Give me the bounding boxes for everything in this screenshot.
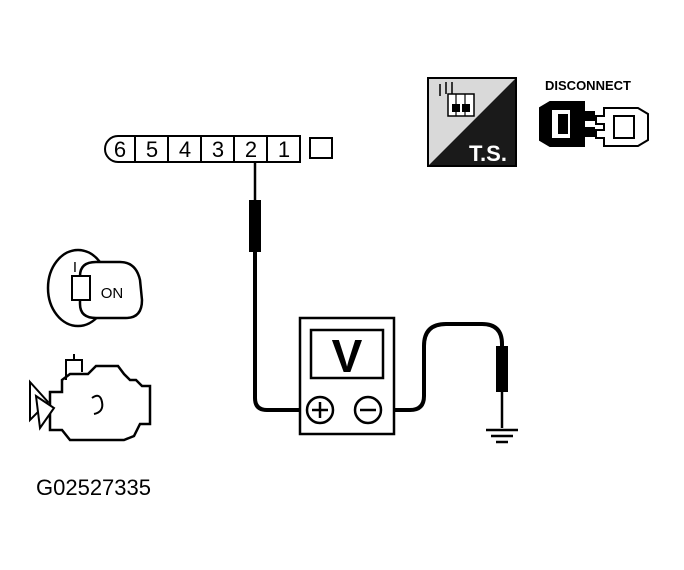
pin-label-6: 6 [114, 137, 126, 162]
positive-lead-wire [253, 252, 307, 412]
engine-fan-blade [34, 393, 56, 431]
positive-probe [249, 200, 261, 252]
ignition-mark: I [73, 259, 77, 276]
pin-label-4: 4 [179, 137, 191, 162]
figure-code: G02527335 [36, 475, 151, 500]
voltmeter-display [309, 328, 385, 380]
ts-frame [427, 77, 517, 167]
connector-left-pin [558, 114, 568, 134]
ts-label: T.S. [469, 141, 507, 166]
voltmeter-letter: V [332, 330, 363, 382]
harness-connector: 6 5 4 3 2 1 [104, 135, 333, 163]
voltmeter: V [298, 316, 396, 436]
test-wiring [249, 162, 508, 428]
pin-label-2: 2 [245, 137, 257, 162]
connector-test-icon [439, 82, 475, 117]
ignition-key-head [78, 260, 144, 320]
engine-icon [29, 354, 152, 442]
disconnect-label: DISCONNECT [545, 78, 631, 93]
ignition-on-label: ON [101, 285, 124, 302]
pin-label-1: 1 [278, 137, 290, 162]
ts-dark-half [428, 78, 516, 166]
negative-lead-wire [381, 322, 504, 412]
disconnect-icon: DISCONNECT [539, 78, 649, 147]
engine-detail [91, 394, 104, 415]
connector-latch [309, 137, 333, 159]
connector-right-slot [613, 115, 635, 139]
positive-terminal-icon [305, 395, 335, 425]
ground-icon [486, 428, 518, 444]
negative-probe [496, 346, 508, 392]
ignition-slot [71, 275, 91, 301]
connector-body [104, 135, 301, 163]
engine-intake [65, 354, 83, 380]
ts-icon: T.S. [427, 77, 517, 167]
pin-label-3: 3 [212, 137, 224, 162]
ignition-key-icon: I ON [46, 248, 144, 328]
engine-block [48, 364, 152, 442]
negative-terminal-icon [353, 395, 383, 425]
pin-label-5: 5 [146, 137, 158, 162]
